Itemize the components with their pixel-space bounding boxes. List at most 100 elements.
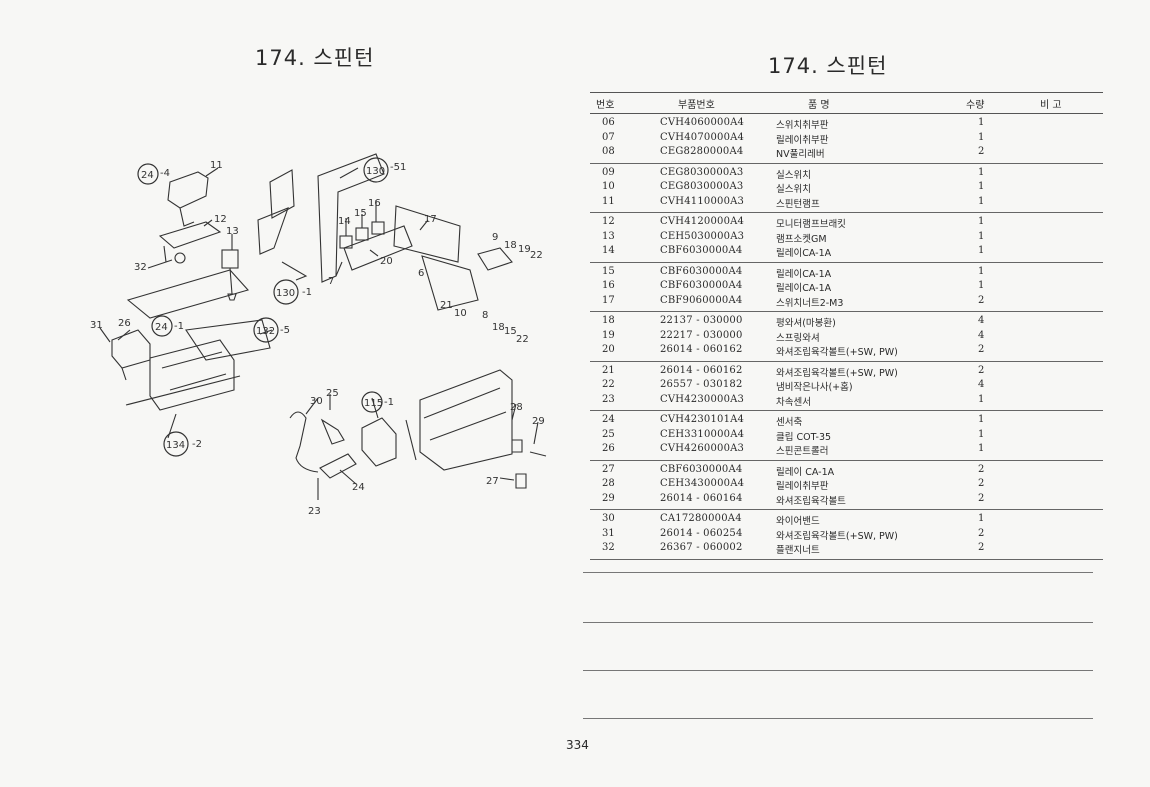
cell-no: 12 <box>602 216 615 227</box>
cell-qty: 4 <box>978 379 985 390</box>
cell-name: 와셔조립육각볼트(+SW, PW) <box>776 530 898 542</box>
cell-part-no: CEH3310000A4 <box>660 428 745 440</box>
cell-part-no: CEG8280000A4 <box>660 146 744 157</box>
cell-part-no: CBF6030000A4 <box>660 245 743 256</box>
cell-qty: 2 <box>978 463 985 475</box>
cell-no: 30 <box>602 513 615 524</box>
cell-name: 릴레이CA-1A <box>776 248 832 259</box>
table-header: 번호 부품번호 품 명 수량 비 고 <box>590 92 1103 114</box>
callout-label: 7 <box>328 276 334 287</box>
callout-label: -1 <box>174 321 184 332</box>
cell-no: 22 <box>602 379 615 390</box>
cell-qty: 1 <box>978 513 985 524</box>
cell-part-no: CBF6030000A4 <box>660 280 743 291</box>
cell-part-no: CVH4060000A4 <box>660 117 745 128</box>
cell-name: 와셔조립육각볼트(+SW, PW) <box>776 367 898 379</box>
cell-part-no: 26557 - 030182 <box>660 379 743 390</box>
cell-name: 릴레이CA-1A <box>776 268 832 280</box>
callout-label: 28 <box>510 402 523 413</box>
cell-qty: 1 <box>978 117 985 128</box>
callout-label: -5 <box>280 325 290 336</box>
callout-label: 8 <box>482 310 488 321</box>
cell-part-no: CBF9060000A4 <box>660 294 743 306</box>
cell-no: 20 <box>602 344 615 355</box>
cell-part-no: CBF6030000A4 <box>660 265 743 277</box>
cell-part-no: CEH5030000A3 <box>660 230 745 242</box>
cell-no: 26 <box>602 443 615 454</box>
cell-no: 29 <box>602 492 615 504</box>
cell-qty: 4 <box>978 329 985 341</box>
callout-label: -1 <box>302 287 312 298</box>
cell-part-no: 26014 - 060254 <box>660 527 743 539</box>
cell-name: 와셔조립육각볼트(+SW, PW) <box>776 347 898 358</box>
callout-label: 26 <box>118 318 131 329</box>
cell-name: 스프링와셔 <box>776 332 820 344</box>
header-no: 번호 <box>596 100 615 111</box>
callout-label: -51 <box>390 162 406 173</box>
cell-name: 릴레이CA-1A <box>776 283 832 294</box>
callout-label: 20 <box>380 256 393 267</box>
cell-qty: 1 <box>978 414 985 425</box>
page-number: 334 <box>566 738 589 752</box>
cell-name: 실스위치 <box>776 184 811 195</box>
callout-label: 132 <box>256 326 275 337</box>
callout-label: 31 <box>90 320 103 331</box>
cell-no: 17 <box>602 294 615 306</box>
right-page-title: 174. 스핀턴 <box>768 54 888 78</box>
left-page-title: 174. 스핀턴 <box>255 46 375 70</box>
cell-part-no: 26014 - 060162 <box>660 344 743 355</box>
cell-part-no: 22217 - 030000 <box>660 329 743 341</box>
cell-name: 릴레이취부판 <box>776 134 829 146</box>
callout-label: 25 <box>326 388 339 399</box>
callout-label: 13 <box>226 226 239 237</box>
cell-no: 23 <box>602 393 615 405</box>
cell-no: 31 <box>602 527 615 539</box>
callout-label: 23 <box>308 506 321 517</box>
callout-label: 30 <box>310 396 323 407</box>
cell-name: 릴레이취부판 <box>776 481 829 492</box>
cell-no: 32 <box>602 542 615 553</box>
cell-qty: 2 <box>978 478 985 489</box>
cell-part-no: CVH4230101A4 <box>660 414 745 425</box>
cell-part-no: CVH4120000A4 <box>660 216 745 227</box>
header-part-no: 부품번호 <box>678 100 715 111</box>
callout-label: 130 <box>276 288 295 299</box>
callout-label: 115 <box>364 398 383 409</box>
cell-no: 07 <box>602 131 615 143</box>
cell-name: 모니터램프브래킷 <box>776 219 846 230</box>
callout-label: 22 <box>516 334 529 345</box>
callout-label: 32 <box>134 262 147 273</box>
exploded-parts-diagram: 24 -4 11 12 13 32 24 -1 31 26 132 -5 134… <box>90 153 547 517</box>
header-name: 품 명 <box>808 100 830 111</box>
cell-name: 플랜지너트 <box>776 545 820 556</box>
cell-qty: 1 <box>978 181 985 192</box>
cell-no: 13 <box>602 230 615 242</box>
cell-name: 클립 COT-35 <box>776 431 832 443</box>
callout-label: 6 <box>418 268 424 279</box>
cell-qty: 1 <box>978 280 985 291</box>
callout-label: 14 <box>338 216 351 227</box>
callout-label: 21 <box>440 300 453 311</box>
blank-rule-line <box>583 670 1093 671</box>
cell-name: 스핀턴램프 <box>776 198 820 210</box>
cell-part-no: 22137 - 030000 <box>660 315 743 326</box>
cell-no: 08 <box>602 146 615 157</box>
cell-part-no: CVH4070000A4 <box>660 131 745 143</box>
callout-label: 9 <box>492 232 498 243</box>
cell-part-no: CVH4230000A3 <box>660 393 745 405</box>
